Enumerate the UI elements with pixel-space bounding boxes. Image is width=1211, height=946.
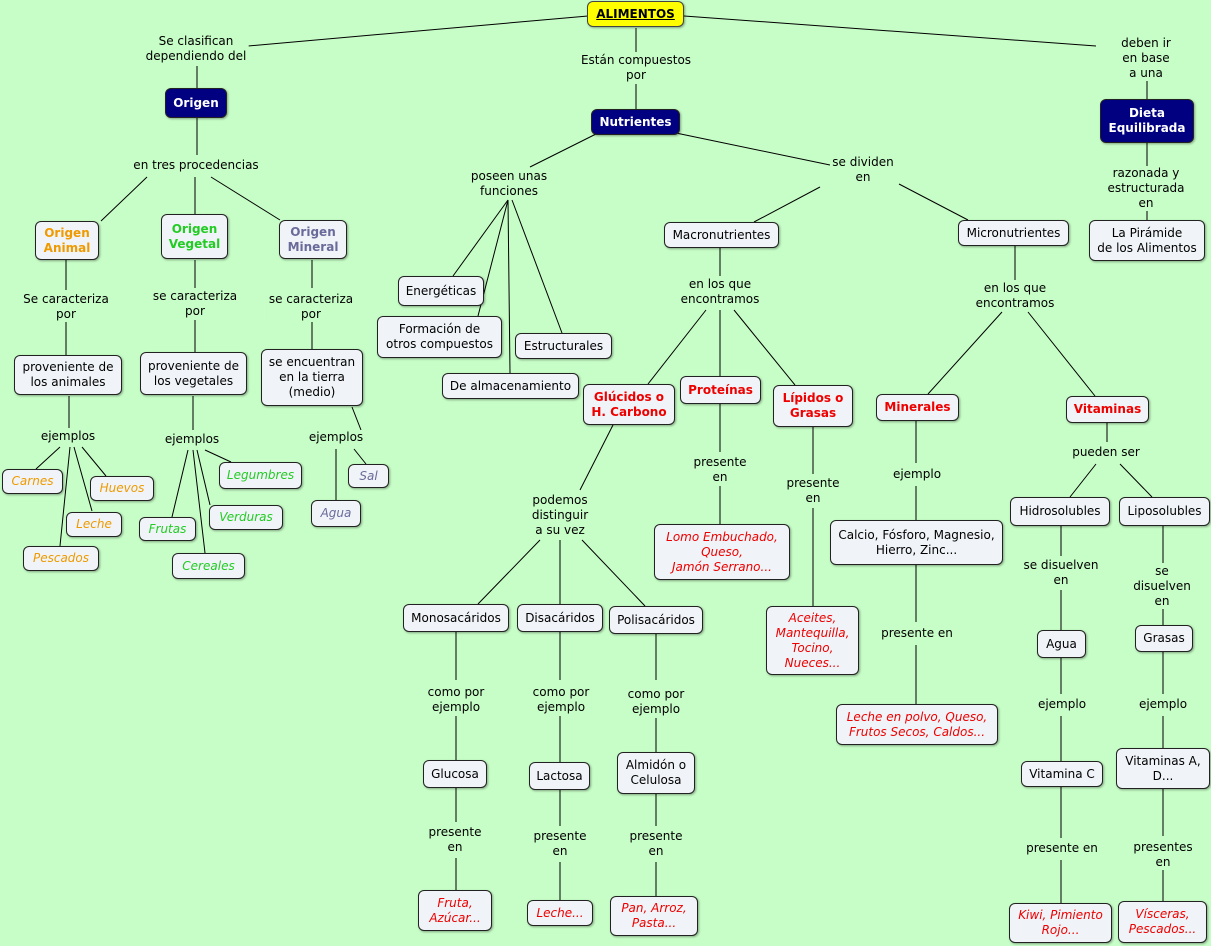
concept-formacion-compuestos[interactable]: Formación de otros compuestos (377, 316, 502, 358)
link-label-como-por-di: como por ejemplo (530, 685, 592, 715)
concept-macronutrientes[interactable]: Macronutrientes (664, 222, 779, 248)
concept-liposolubles[interactable]: Liposolubles (1119, 497, 1210, 526)
concept-origen-vegetal[interactable]: Origen Vegetal (161, 214, 228, 259)
link-label-deben: deben ir en base a una (1113, 36, 1179, 81)
example-leche-animal[interactable]: Leche (66, 512, 122, 537)
link-label-caracteriza-mineral: se caracteriza por (266, 292, 356, 322)
concept-minerales[interactable]: Minerales (876, 394, 959, 421)
link-label-ejemplos-vegetal: ejemplos (162, 432, 222, 447)
concept-vitamina-c[interactable]: Vitamina C (1021, 761, 1103, 787)
example-cereales[interactable]: Cereales (172, 553, 245, 579)
example-verduras[interactable]: Verduras (209, 505, 283, 530)
link-label-compuestos: Están compuestos por (578, 53, 694, 83)
link-label-encontramos-micro: en los que encontramos (973, 281, 1057, 311)
example-aceites-mantequilla[interactable]: Aceites, Mantequilla, Tocino, Nueces... (766, 606, 859, 675)
concept-energeticas[interactable]: Energéticas (398, 276, 484, 306)
link-label-ejemplos-mineral: ejemplos (306, 430, 366, 445)
concept-proveniente-vegetales[interactable]: proveniente de los vegetales (140, 352, 247, 395)
concept-proteinas[interactable]: Proteínas (680, 376, 761, 404)
link-label-clasifican: Se clasifican dependiendo del (143, 34, 249, 64)
concept-proveniente-animales[interactable]: proveniente de los animales (14, 355, 122, 395)
concept-dieta-equilibrada[interactable]: Dieta Equilibrada (1100, 99, 1194, 143)
link-label-presentes-vitaminas-ad: presentes en (1131, 840, 1195, 870)
concept-polisacaridos[interactable]: Polisacáridos (609, 606, 703, 634)
concept-micronutrientes[interactable]: Micronutrientes (958, 220, 1069, 246)
link-label-dividen: se dividen en (830, 155, 896, 185)
link-label-ejemplo-minerales: ejemplo (890, 467, 944, 482)
concept-se-encuentran-tierra[interactable]: se encuentran en la tierra (medio) (261, 349, 363, 406)
link-label-encontramos-macro: en los que encontramos (678, 277, 762, 307)
link-label-presente-proteinas: presente en (691, 455, 749, 485)
link-label-caracteriza-vegetal: se caracteriza por (150, 289, 240, 319)
example-lomo-queso-jamon[interactable]: Lomo Embuchado, Queso, Jamón Serrano... (654, 524, 790, 580)
concept-agua-vitaminas[interactable]: Agua (1037, 630, 1086, 658)
link-label-distinguir: podemos distinguir a su vez (529, 493, 591, 538)
example-kiwi-pimiento[interactable]: Kiwi, Pimiento Rojo... (1009, 903, 1112, 943)
concept-origen-animal[interactable]: Origen Animal (35, 221, 99, 260)
concept-almacenamiento[interactable]: De almacenamiento (442, 373, 579, 399)
example-fruta-azucar[interactable]: Fruta, Azúcar... (418, 890, 492, 931)
concept-glucosa[interactable]: Glucosa (423, 760, 487, 788)
link-label-presente-minerales: presente en (879, 626, 955, 641)
concept-calcio-fosforo[interactable]: Calcio, Fósforo, Magnesio, Hierro, Zinc.… (830, 520, 1003, 565)
link-label-ejemplos-animal: ejemplos (38, 429, 98, 444)
link-label-funciones: poseen unas funciones (468, 169, 550, 199)
concept-glucidos[interactable]: Glúcidos o H. Carbono (583, 384, 675, 425)
concept-origen[interactable]: Origen (165, 88, 227, 118)
link-label-ejemplo-lipo: ejemplo (1136, 697, 1190, 712)
link-label-presente-lactosa: presente en (531, 829, 589, 859)
link-label-ejemplo-hidro: ejemplo (1035, 697, 1089, 712)
concept-grasas[interactable]: Grasas (1135, 625, 1193, 652)
example-leche-lactosa[interactable]: Leche... (527, 900, 593, 926)
example-sal[interactable]: Sal (348, 464, 389, 488)
link-label-como-por-poli: como por ejemplo (625, 687, 687, 717)
link-label-como-por-mono: como por ejemplo (425, 685, 487, 715)
example-huevos[interactable]: Huevos (90, 476, 154, 501)
concept-lactosa[interactable]: Lactosa (529, 762, 590, 790)
concept-nutrientes[interactable]: Nutrientes (591, 109, 680, 135)
concept-disacaridos[interactable]: Disacáridos (517, 604, 603, 632)
link-label-disuelven-hidro: se disuelven en (1021, 558, 1101, 588)
example-agua-mineral[interactable]: Agua (311, 500, 361, 527)
link-label-presente-glucosa: presente en (426, 825, 484, 855)
concept-monosacaridos[interactable]: Monosacáridos (403, 604, 509, 632)
concept-almidon-celulosa[interactable]: Almidón o Celulosa (617, 752, 695, 794)
example-leche-polvo[interactable]: Leche en polvo, Queso, Frutos Secos, Cal… (836, 704, 998, 745)
example-pescados[interactable]: Pescados (23, 546, 99, 571)
link-label-presente-vitamina-c: presente en (1024, 841, 1100, 856)
link-label-pueden-ser: pueden ser (1070, 445, 1142, 460)
concept-lipidos[interactable]: Lípidos o Grasas (773, 385, 853, 427)
link-label-tres-procedencias: en tres procedencias (131, 158, 261, 173)
example-carnes[interactable]: Carnes (2, 469, 63, 494)
example-visceras-pescados[interactable]: Vísceras, Pescados... (1118, 901, 1207, 943)
link-label-razonada: razonada y estructurada en (1105, 166, 1187, 211)
example-pan-arroz-pasta[interactable]: Pan, Arroz, Pasta... (610, 896, 698, 936)
concept-hidrosolubles[interactable]: Hidrosolubles (1010, 497, 1110, 526)
concept-estructurales[interactable]: Estructurales (515, 333, 612, 359)
link-label-disuelven-lipo: se disuelven en (1131, 564, 1193, 609)
link-label-presente-lipidos: presente en (784, 476, 842, 506)
concept-vitaminas[interactable]: Vitaminas (1066, 396, 1149, 423)
link-label-presente-almidon: presente en (627, 829, 685, 859)
concept-origen-mineral[interactable]: Origen Mineral (279, 220, 347, 259)
concept-piramide-alimentos[interactable]: La Pirámide de los Alimentos (1089, 220, 1205, 261)
concept-vitaminas-a-d[interactable]: Vitaminas A, D... (1116, 748, 1210, 789)
example-frutas[interactable]: Frutas (139, 517, 196, 541)
link-label-caracteriza-animal: Se caracteriza por (21, 292, 111, 322)
example-legumbres[interactable]: Legumbres (219, 462, 302, 489)
concept-alimentos[interactable]: ALIMENTOS (587, 1, 684, 27)
